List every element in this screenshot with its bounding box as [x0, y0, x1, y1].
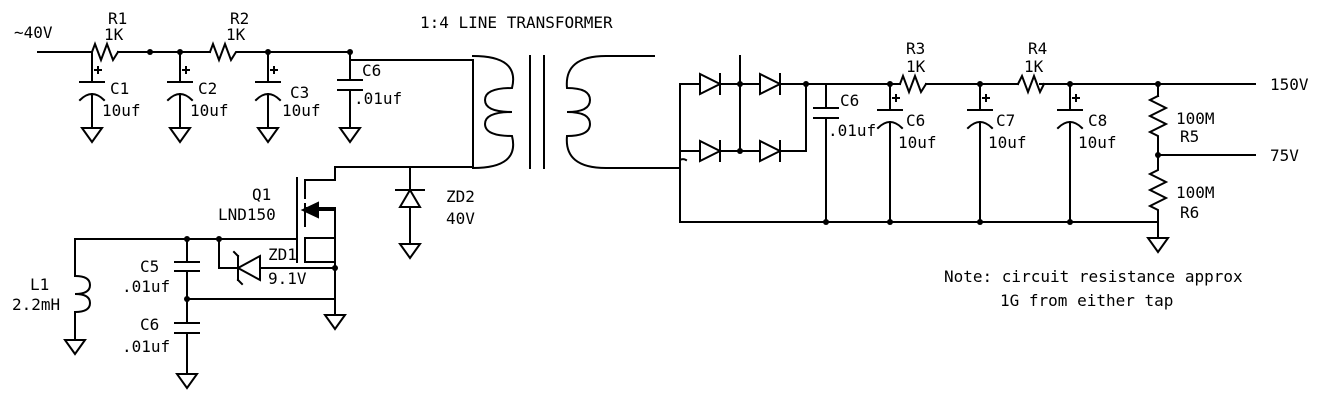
capacitor-c7 — [966, 83, 994, 223]
c6-gate-label: C6 — [140, 315, 159, 334]
capacitor-c2 — [166, 51, 194, 144]
c6-input-value: .01uf — [354, 89, 402, 108]
c3-label: C3 — [290, 83, 309, 102]
c6-gate-value: .01uf — [122, 337, 170, 356]
zd2-value: 40V — [446, 209, 475, 228]
transformer-secondary — [565, 54, 608, 170]
q1-label: Q1 — [252, 185, 271, 204]
r4-label: R4 — [1028, 39, 1047, 58]
resistor-r1 — [90, 41, 120, 63]
resistor-r3 — [898, 73, 928, 95]
zd1-value: 9.1V — [268, 269, 307, 288]
resistor-r5 — [1147, 94, 1169, 156]
capacitor-c1 — [78, 51, 106, 144]
c5-label: C5 — [140, 257, 159, 276]
transformer-primary — [471, 54, 515, 170]
voltage-divider — [1146, 83, 1256, 254]
capacitor-c6-gate — [174, 298, 200, 390]
transformer-label: 1:4 LINE TRANSFORMER — [420, 13, 613, 32]
c7-label: C7 — [996, 111, 1015, 130]
r5-value: 100M — [1176, 109, 1215, 128]
l1-label: L1 — [30, 275, 49, 294]
zd1-label: ZD1 — [268, 245, 297, 264]
r1-label: R1 — [108, 9, 127, 28]
zener-zd1 — [218, 238, 336, 286]
c1-value: 10uf — [102, 101, 141, 120]
capacitor-c6-electrolytic — [876, 83, 904, 223]
capacitor-c8 — [1056, 83, 1084, 223]
c1-label: C1 — [110, 79, 129, 98]
output-filter — [805, 73, 1256, 254]
zd2-label: ZD2 — [446, 187, 475, 206]
r3-label: R3 — [906, 39, 925, 58]
c6-filter-value: .01uf — [828, 121, 876, 140]
line-transformer — [334, 54, 681, 170]
r1-value: 1K — [104, 25, 124, 44]
input-voltage-label: ~40V — [14, 23, 53, 42]
l1-value: 2.2mH — [12, 295, 60, 314]
q1-value: LND150 — [218, 205, 276, 224]
r5-label: R5 — [1180, 127, 1199, 146]
c8-label: C8 — [1088, 111, 1107, 130]
mosfet-q1 — [296, 166, 336, 291]
c6-electrolytic-label: C6 — [906, 111, 925, 130]
c2-value: 10uf — [190, 101, 229, 120]
zener-zd2 — [395, 166, 425, 260]
c7-value: 10uf — [988, 133, 1027, 152]
gate-network — [63, 236, 347, 390]
capacitor-c6-filter — [813, 83, 839, 223]
input-filter — [37, 41, 474, 144]
c6-filter-label: C6 — [840, 91, 859, 110]
capacitor-c5 — [174, 238, 200, 300]
bridge-rectifier — [679, 55, 1159, 223]
capacitor-c6-input — [337, 51, 363, 144]
c6-input-label: C6 — [362, 61, 381, 80]
c5-value: .01uf — [122, 277, 170, 296]
note-line-1: Note: circuit resistance approx — [944, 267, 1243, 286]
r3-value: 1K — [906, 57, 926, 76]
capacitor-c3 — [254, 51, 282, 144]
r4-value: 1K — [1024, 57, 1044, 76]
note-line-2: 1G from either tap — [1000, 291, 1173, 310]
r2-value: 1K — [226, 25, 246, 44]
r2-label: R2 — [230, 9, 249, 28]
output-150v-label: 150V — [1270, 75, 1309, 94]
c2-label: C2 — [198, 79, 217, 98]
c3-value: 10uf — [282, 101, 321, 120]
c8-value: 10uf — [1078, 133, 1117, 152]
resistor-r4 — [979, 73, 1046, 95]
r6-value: 100M — [1176, 183, 1215, 202]
c6-electrolytic-value: 10uf — [898, 133, 937, 152]
inductor-l1 — [63, 238, 92, 356]
r6-label: R6 — [1180, 203, 1199, 222]
output-75v-label: 75V — [1270, 146, 1299, 165]
resistor-r2 — [208, 41, 243, 63]
resistor-r6 — [1147, 154, 1169, 239]
